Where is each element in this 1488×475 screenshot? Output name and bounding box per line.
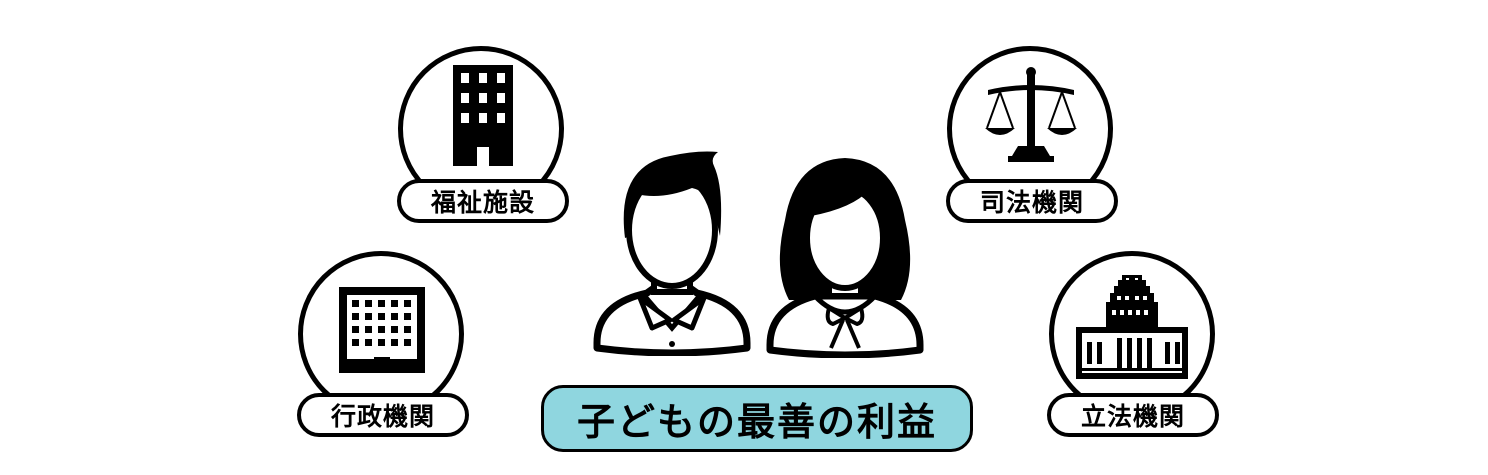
office-building-icon [339,287,425,373]
boy-avatar-icon [593,151,751,356]
girl-avatar-icon [766,158,924,358]
scales-icon [985,67,1077,162]
building-icon [453,65,513,167]
parliament-icon [1076,275,1188,379]
best-interests-of-child-label: 子どもの最善の利益 [541,385,973,452]
administrative-agency-label: 行政機関 [297,393,469,437]
welfare-facility-label: 福祉施設 [397,179,569,223]
judicial-agency-label: 司法機関 [946,179,1118,223]
legislative-agency-label: 立法機関 [1047,393,1219,437]
